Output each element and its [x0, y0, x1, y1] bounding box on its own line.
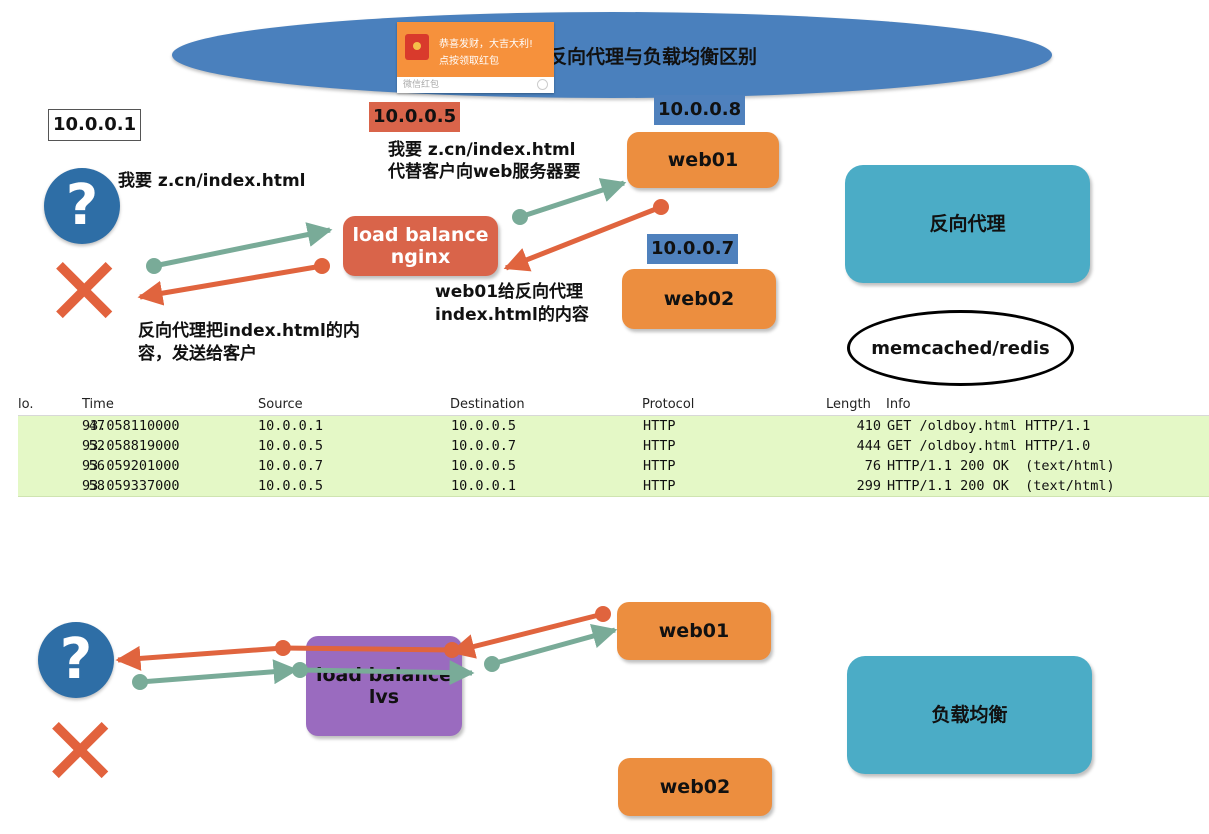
proxy-response-note-line1: 反向代理把index.html的内	[138, 321, 360, 341]
web-response-note-line2: index.html的内容	[435, 305, 589, 325]
web01-server[interactable]: web01	[617, 602, 771, 660]
cross-icon: ✕	[40, 696, 121, 808]
cell-length: 299	[856, 478, 881, 494]
cell-destination: 10.0.0.7	[451, 438, 517, 454]
lvs-load-balancer[interactable]: load balance lvs	[306, 636, 462, 736]
web02-label: web02	[663, 288, 735, 310]
col-no: lo.	[18, 397, 34, 412]
cell-length: 410	[856, 418, 881, 434]
table-row[interactable]: 56 93.059201000 10.0.0.7 10.0.0.5 HTTP 7…	[18, 456, 1209, 476]
client-to-lb-request-arrow	[146, 222, 333, 274]
lb-to-web01-request-arrow	[512, 178, 627, 225]
col-source: Source	[258, 397, 303, 412]
packet-capture-table: lo. Time Source Destination Protocol Len…	[18, 396, 1209, 497]
load-balance-category: 负载均衡	[847, 656, 1092, 774]
cache-ellipse: memcached/redis	[847, 310, 1074, 386]
cell-length: 76	[864, 458, 881, 474]
cache-label: memcached/redis	[871, 337, 1050, 359]
red-packet-greeting: 恭喜发财，大吉大利!	[439, 39, 534, 50]
diagram-title: 反向代理与负载均衡区别	[548, 46, 758, 68]
col-time: Time	[82, 397, 114, 412]
red-packet-icon	[405, 34, 429, 60]
cell-no: 52	[88, 438, 105, 454]
col-info: Info	[886, 397, 911, 412]
lvs-label-line2: lvs	[368, 686, 400, 708]
web01-to-lb-response-arrow	[503, 199, 669, 272]
lvs-to-client-response-arrow	[115, 640, 291, 671]
cell-no: 58	[88, 478, 105, 494]
cell-time: 93.058819000	[82, 438, 180, 454]
table-row[interactable]: 58 93.059337000 10.0.0.5 10.0.0.1 HTTP 2…	[18, 476, 1209, 497]
cell-protocol: HTTP	[643, 438, 676, 454]
client-request-note: 我要 z.cn/index.html	[118, 171, 306, 191]
web01-server[interactable]: web01	[627, 132, 779, 188]
lb-label-line1: load balance	[352, 224, 489, 246]
lb-label-line2: nginx	[390, 246, 451, 268]
web01-label: web01	[658, 620, 730, 642]
cell-length: 444	[856, 438, 881, 454]
web02-label: web02	[659, 776, 731, 798]
proxy-response-note-line2: 容，发送给客户	[138, 344, 257, 364]
cell-source: 10.0.0.5	[258, 478, 324, 494]
reverse-proxy-category: 反向代理	[845, 165, 1090, 283]
table-row[interactable]: 52 93.058819000 10.0.0.5 10.0.0.7 HTTP 4…	[18, 436, 1209, 456]
cell-source: 10.0.0.5	[258, 438, 324, 454]
title-banner	[172, 12, 1052, 98]
lb-request-note-line2: 代替客户向web服务器要	[388, 162, 581, 182]
cell-time: 93.058110000	[82, 418, 180, 434]
wechat-circle-icon	[537, 79, 548, 90]
red-packet-card[interactable]: 恭喜发财，大吉大利! 点按领取红包 微信红包	[397, 22, 554, 93]
lb-request-note-line1: 我要 z.cn/index.html	[388, 140, 576, 160]
client-question-icon: ?	[38, 622, 114, 698]
web02-server[interactable]: web02	[618, 758, 772, 816]
red-packet-action: 点按领取红包	[439, 56, 499, 67]
red-packet-footer: 微信红包	[397, 77, 554, 93]
cell-time: 93.059201000	[82, 458, 180, 474]
web01-ip-label: 10.0.0.8	[654, 95, 746, 125]
cell-info: GET /oldboy.html HTTP/1.0	[887, 438, 1091, 454]
web02-ip-label: 10.0.0.7	[647, 234, 739, 264]
web01-label: web01	[667, 149, 739, 171]
web02-server[interactable]: web02	[622, 269, 776, 329]
reverse-proxy-label: 反向代理	[929, 213, 1006, 235]
lb-ip-label: 10.0.0.5	[369, 102, 461, 132]
client-ip-label: 10.0.0.1	[48, 109, 142, 141]
client-to-lvs-request-arrow	[132, 659, 299, 690]
cell-protocol: HTTP	[643, 418, 676, 434]
cell-destination: 10.0.0.5	[451, 458, 517, 474]
table-header: lo. Time Source Destination Protocol Len…	[18, 396, 1209, 416]
cell-info: HTTP/1.1 200 OK (text/html)	[887, 458, 1115, 474]
cell-destination: 10.0.0.1	[451, 478, 517, 494]
cell-time: 93.059337000	[82, 478, 180, 494]
cell-info: GET /oldboy.html HTTP/1.1	[887, 418, 1091, 434]
col-destination: Destination	[450, 397, 525, 412]
table-row[interactable]: 47 93.058110000 10.0.0.1 10.0.0.5 HTTP 4…	[18, 416, 1209, 436]
cell-protocol: HTTP	[643, 478, 676, 494]
col-protocol: Protocol	[642, 397, 695, 412]
cell-source: 10.0.0.7	[258, 458, 324, 474]
cell-info: HTTP/1.1 200 OK (text/html)	[887, 478, 1115, 494]
cell-protocol: HTTP	[643, 458, 676, 474]
cell-destination: 10.0.0.5	[451, 418, 517, 434]
cell-no: 47	[88, 418, 105, 434]
load-balance-label: 负载均衡	[931, 704, 1008, 726]
cell-source: 10.0.0.1	[258, 418, 324, 434]
col-length: Length	[826, 397, 871, 412]
nginx-load-balancer[interactable]: load balance nginx	[343, 216, 498, 276]
lvs-label-line1: load balance	[315, 664, 453, 686]
cell-no: 56	[88, 458, 105, 474]
web-response-note-line1: web01给反向代理	[435, 282, 584, 302]
client-question-icon: ?	[44, 168, 120, 244]
lb-to-client-response-arrow	[137, 258, 330, 306]
cross-icon: ✕	[44, 236, 125, 348]
